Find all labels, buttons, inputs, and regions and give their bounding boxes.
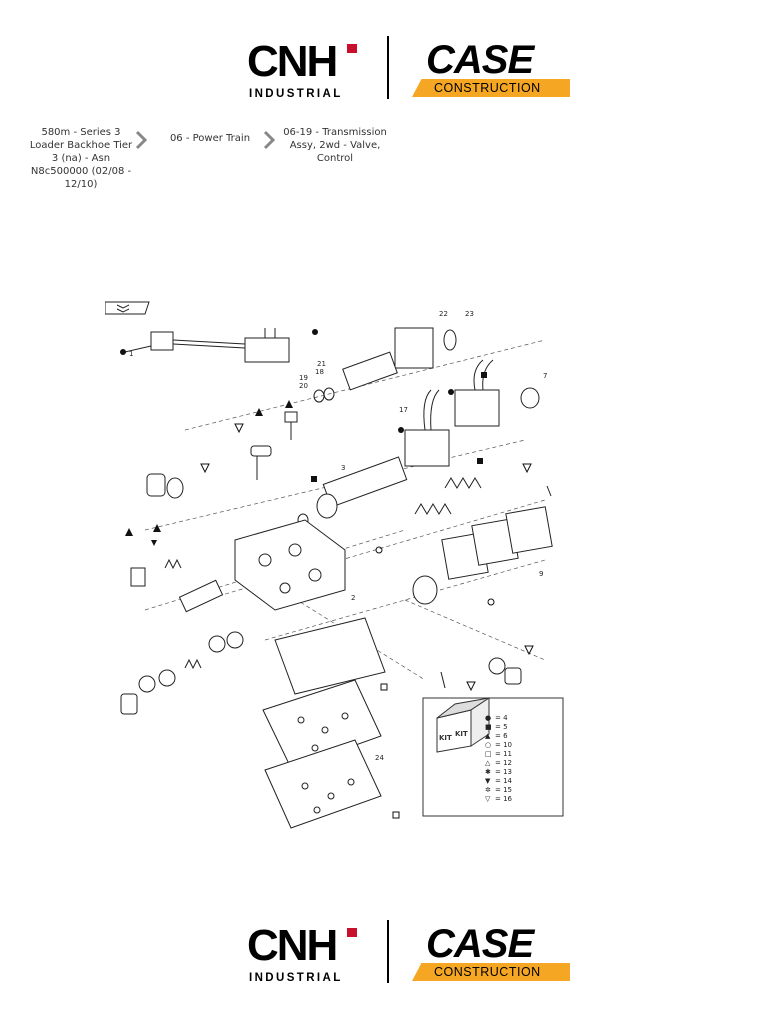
- case-logo-subtitle: CONSTRUCTION: [434, 81, 541, 95]
- kit-label-right: KIT: [455, 730, 468, 738]
- cnh-industrial-logo: CNH INDUSTRIAL: [247, 38, 367, 108]
- legend-symbol-10: ▽: [485, 795, 491, 803]
- legend-value-1: = 4: [495, 714, 508, 722]
- breadcrumb-item-section[interactable]: 06 - Power Train: [169, 133, 251, 144]
- part-markers-outline: [200, 423, 534, 819]
- callout-20: 20: [299, 382, 308, 390]
- callout-9: 9: [539, 570, 543, 578]
- cnh-logo-text: CNH: [247, 37, 338, 86]
- logo-divider: [387, 36, 389, 99]
- breadcrumb-item-model[interactable]: 580m - Series 3 Loader Backhoe Tier 3 (n…: [29, 127, 133, 190]
- legend-symbol-7: ✱: [485, 768, 491, 776]
- gasket-plates: [262, 617, 386, 829]
- legend-value-6: = 12: [495, 759, 512, 767]
- chevron-right-icon: [135, 130, 148, 150]
- solenoid-middle: [404, 359, 540, 467]
- legend-value-9: = 15: [495, 786, 512, 794]
- callout-2: 2: [351, 594, 355, 602]
- callout-21: 21: [317, 360, 326, 368]
- legend-symbol-4: ○: [485, 741, 491, 749]
- breadcrumb: 580m - Series 3 Loader Backhoe Tier 3 (n…: [20, 126, 420, 216]
- kit-label-left: KIT: [439, 734, 452, 742]
- cnh-logo-accent: [347, 44, 357, 53]
- legend-symbol-1: ●: [485, 714, 491, 722]
- wire-harness: [124, 328, 290, 363]
- case-logo-band: [412, 963, 570, 981]
- part-markers: [120, 329, 487, 546]
- cnh-logo-text: CNH: [247, 921, 338, 970]
- callout-labels: 1 22 23 21 19 18 20 17 7 3 2 9 24: [129, 310, 547, 762]
- legend-symbol-3: ▲: [485, 732, 491, 740]
- callout-18: 18: [315, 368, 324, 376]
- valve-body: [234, 519, 346, 611]
- legend-value-5: = 11: [495, 750, 512, 758]
- legend-symbol-6: △: [485, 759, 491, 767]
- left-fittings: [120, 473, 244, 715]
- header-logos: CNH INDUSTRIAL CASE CONSTRUCTION: [0, 30, 768, 110]
- logo-divider: [387, 920, 389, 983]
- legend-value-2: = 5: [495, 723, 508, 731]
- parts-diagram: 1 22 23 21 19 18 20 17 7 3 2 9 24: [105, 301, 564, 829]
- legend-symbol-5: □: [485, 750, 492, 758]
- callout-19: 19: [299, 374, 308, 382]
- chevron-right-icon: [263, 130, 276, 150]
- legend-symbol-9: ✲: [485, 786, 491, 794]
- footer-logos: CNH INDUSTRIAL CASE CONSTRUCTION: [0, 914, 768, 994]
- springs: [164, 477, 482, 670]
- case-construction-logo: CASE CONSTRUCTION: [412, 40, 572, 100]
- book-icon: [105, 301, 150, 315]
- legend-symbol-2: ■: [485, 723, 492, 731]
- cover-plates: [412, 506, 553, 605]
- callout-17: 17: [399, 406, 408, 414]
- cnh-logo-subtitle: INDUSTRIAL: [249, 972, 343, 984]
- solenoid-top: [313, 327, 457, 403]
- case-logo-band: [412, 79, 570, 97]
- valve-spool: [297, 456, 408, 527]
- callout-7: 7: [543, 372, 547, 380]
- legend-value-3: = 6: [495, 732, 508, 740]
- kit-legend: [422, 697, 564, 817]
- breadcrumb-item-subsection[interactable]: 06-19 - Transmission Assy, 2wd - Valve, …: [283, 127, 387, 164]
- bolts: [250, 411, 552, 689]
- callout-24: 24: [375, 754, 384, 762]
- legend-value-8: = 14: [495, 777, 513, 785]
- case-logo-text: CASE: [426, 922, 534, 966]
- lower-right-fittings: [488, 657, 522, 685]
- kit-legend-list: ● = 4 ■ = 5 ▲ = 6 ○ = 10 □ = 11 △ = 12 ✱…: [485, 714, 513, 803]
- legend-symbol-8: ▼: [485, 777, 491, 785]
- case-construction-logo-footer: CASE CONSTRUCTION: [412, 924, 572, 984]
- cnh-industrial-logo-footer: CNH INDUSTRIAL: [247, 922, 367, 992]
- cnh-logo-accent: [347, 928, 357, 937]
- callout-23: 23: [465, 310, 474, 318]
- case-logo-subtitle: CONSTRUCTION: [434, 965, 541, 979]
- callout-22: 22: [439, 310, 448, 318]
- cnh-logo-subtitle: INDUSTRIAL: [249, 88, 343, 100]
- callout-3: 3: [341, 464, 345, 472]
- callout-1: 1: [129, 350, 133, 358]
- legend-value-4: = 10: [495, 741, 512, 749]
- legend-value-7: = 13: [495, 768, 512, 776]
- legend-value-10: = 16: [495, 795, 513, 803]
- case-logo-text: CASE: [426, 38, 534, 82]
